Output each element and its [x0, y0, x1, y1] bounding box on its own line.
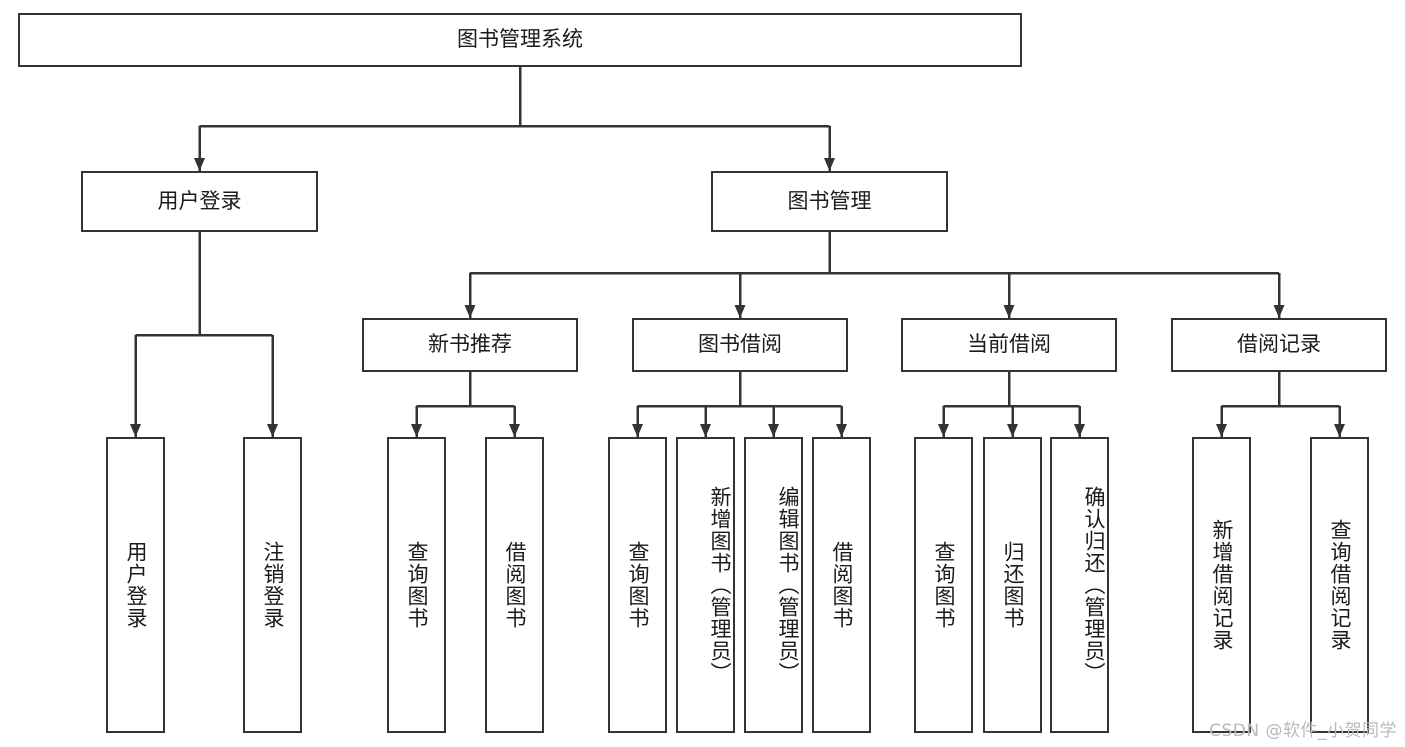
arrowhead-records — [1273, 305, 1285, 318]
node-label: 借阅记录 — [1237, 332, 1321, 357]
arrowhead-newbook — [464, 305, 476, 318]
node-label: 用户登录 — [123, 541, 148, 629]
arrowhead-leaf-bo-edit — [768, 424, 779, 437]
node-label: 新增借阅记录 — [1209, 519, 1234, 651]
node-label: 查询图书 — [931, 541, 956, 629]
node-label: 编辑图书（管理员） — [776, 486, 800, 684]
node-label: 确认归还（管理员） — [1082, 486, 1106, 684]
node-leaf-nb-query[interactable]: 查询图书 — [387, 437, 446, 733]
arrowhead-leaf-nb-borrow — [509, 424, 520, 437]
arrowhead-leaf-rc-query — [1334, 424, 1345, 437]
arrowhead-leaf-bo-borrow — [836, 424, 847, 437]
node-leaf-user-login[interactable]: 用户登录 — [106, 437, 165, 733]
arrowhead-leaf-cu-return — [1007, 424, 1018, 437]
arrowhead-leaf-cu-query — [938, 424, 949, 437]
arrowhead-leaf-user-login — [130, 424, 141, 437]
node-leaf-bo-borrow[interactable]: 借阅图书 — [812, 437, 871, 733]
arrowhead-borrow — [734, 305, 746, 318]
arrowhead-login — [194, 158, 205, 171]
node-label: 查询借阅记录 — [1327, 519, 1352, 651]
node-label: 新书推荐 — [428, 332, 512, 357]
node-records[interactable]: 借阅记录 — [1171, 318, 1387, 372]
arrowhead-leaf-bo-query — [632, 424, 643, 437]
node-label: 图书借阅 — [698, 332, 782, 357]
arrowhead-leaf-bo-add — [700, 424, 711, 437]
arrowhead-bookmgmt — [824, 158, 835, 171]
node-label: 图书管理系统 — [457, 27, 583, 52]
node-leaf-bo-query[interactable]: 查询图书 — [608, 437, 667, 733]
node-label: 用户登录 — [157, 188, 242, 213]
node-borrow[interactable]: 图书借阅 — [632, 318, 848, 372]
csdn-watermark: CSDN @软件_小贺同学 — [1209, 721, 1397, 741]
node-leaf-user-logout[interactable]: 注销登录 — [243, 437, 302, 733]
node-leaf-cu-return[interactable]: 归还图书 — [983, 437, 1042, 733]
arrowhead-leaf-rc-add — [1216, 424, 1227, 437]
node-label: 借阅图书 — [829, 541, 854, 629]
arrowhead-leaf-cu-confirm — [1074, 424, 1085, 437]
node-leaf-bo-edit[interactable]: 编辑图书（管理员） — [744, 437, 803, 733]
node-leaf-nb-borrow[interactable]: 借阅图书 — [485, 437, 544, 733]
node-label: 查询图书 — [625, 541, 650, 629]
arrowhead-leaf-nb-query — [411, 424, 422, 437]
node-leaf-rc-add[interactable]: 新增借阅记录 — [1192, 437, 1251, 733]
node-leaf-bo-add[interactable]: 新增图书（管理员） — [676, 437, 735, 733]
node-label: 当前借阅 — [967, 332, 1051, 357]
node-label: 查询图书 — [404, 541, 429, 629]
node-label: 注销登录 — [260, 541, 285, 629]
node-root[interactable]: 图书管理系统 — [18, 13, 1022, 67]
node-leaf-rc-query[interactable]: 查询借阅记录 — [1310, 437, 1369, 733]
arrowhead-leaf-user-logout — [267, 424, 278, 437]
node-leaf-cu-confirm[interactable]: 确认归还（管理员） — [1050, 437, 1109, 733]
node-leaf-cu-query[interactable]: 查询图书 — [914, 437, 973, 733]
node-current[interactable]: 当前借阅 — [901, 318, 1117, 372]
node-label: 借阅图书 — [502, 541, 527, 629]
node-label: 归还图书 — [1000, 541, 1025, 629]
node-login[interactable]: 用户登录 — [81, 171, 318, 232]
node-bookmgmt[interactable]: 图书管理 — [711, 171, 948, 232]
node-newbook[interactable]: 新书推荐 — [362, 318, 578, 372]
arrowhead-current — [1003, 305, 1015, 318]
node-label: 新增图书（管理员） — [708, 486, 732, 684]
node-label: 图书管理 — [787, 188, 872, 213]
